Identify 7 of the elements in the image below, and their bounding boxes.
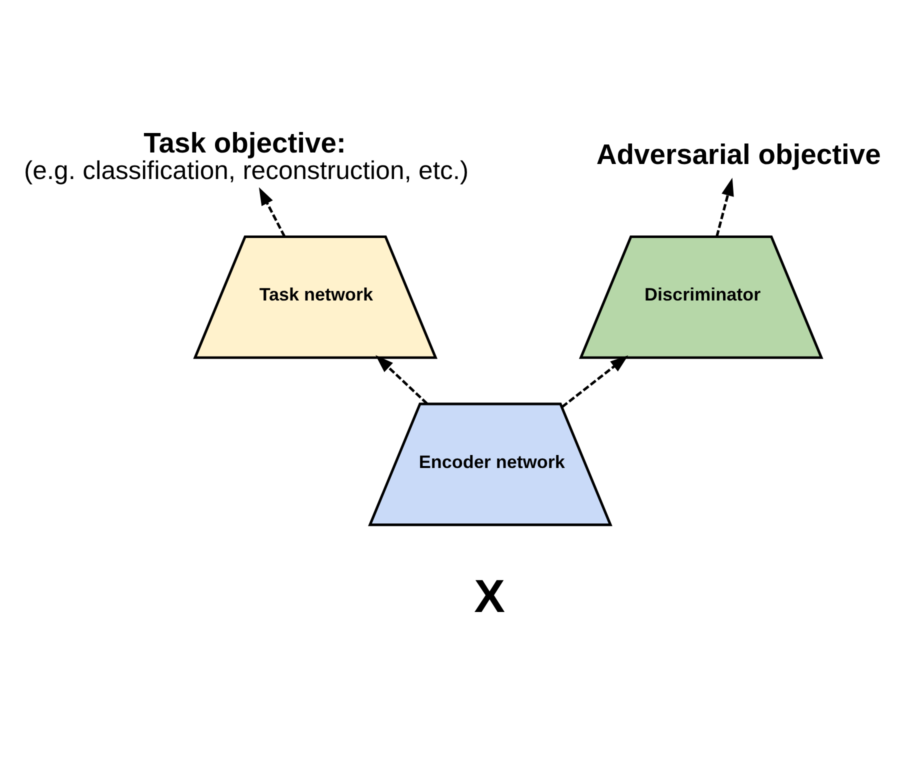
arrow — [561, 354, 628, 408]
label: X — [474, 570, 506, 622]
arrow — [716, 177, 734, 236]
node-text: Adversarial objective — [596, 138, 881, 170]
arrow — [376, 354, 428, 404]
node-text: Task objective: (e.g. classification, reconstruction, etc.) — [24, 126, 469, 184]
arrow — [258, 186, 286, 237]
